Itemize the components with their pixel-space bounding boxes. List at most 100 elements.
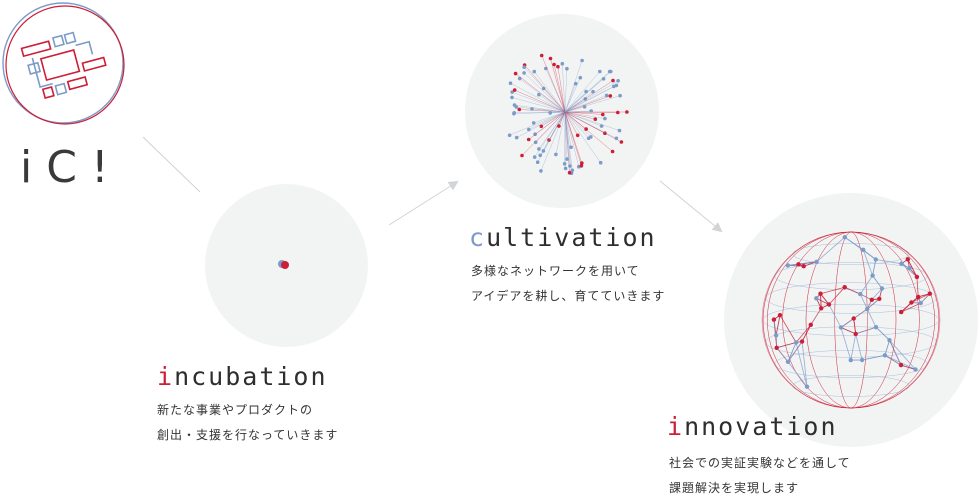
- network-node: [540, 125, 544, 129]
- network-node: [533, 155, 537, 159]
- incubation-line-1: 新たな事業やプロダクトの: [157, 398, 338, 423]
- globe-node: [861, 248, 865, 252]
- network-node: [603, 117, 607, 121]
- globe-node: [915, 275, 919, 279]
- globe-link: [811, 308, 821, 325]
- globe-node: [883, 353, 887, 357]
- innovation-rest: nnovation: [684, 412, 837, 441]
- globe-link: [860, 294, 867, 309]
- network-node: [563, 162, 567, 166]
- network-node: [557, 124, 561, 128]
- globe-node: [786, 360, 790, 364]
- network-node: [518, 108, 522, 112]
- cultivation-description: 多様なネットワークを用いて アイデアを耕し、育てていきます: [471, 259, 665, 309]
- globe-node: [849, 358, 853, 362]
- globe-node: [874, 325, 878, 329]
- arrow-to-cultivation: [389, 182, 457, 225]
- seed-dot-red: [281, 261, 289, 269]
- network-node: [580, 59, 584, 63]
- globe-node: [860, 358, 864, 362]
- globe-node: [809, 323, 813, 327]
- cultivation-line-2: アイデアを耕し、育てていきます: [471, 284, 665, 309]
- network-node: [620, 140, 624, 144]
- globe-link: [841, 328, 851, 361]
- network-node: [576, 134, 580, 138]
- globe-link: [885, 340, 890, 355]
- globe-node: [913, 367, 917, 371]
- globe-node: [775, 346, 779, 350]
- globe-parallel: [766, 283, 936, 314]
- network-node: [571, 169, 575, 173]
- globe-node: [818, 292, 822, 296]
- globe-link: [856, 327, 876, 334]
- network-node: [532, 121, 536, 125]
- globe-node: [839, 325, 843, 329]
- globe-link: [851, 334, 856, 360]
- globe-node: [865, 307, 869, 311]
- network-node: [552, 63, 556, 67]
- globe-node: [880, 286, 884, 290]
- globe-node: [800, 339, 804, 343]
- globe-node: [852, 316, 856, 320]
- globe-node: [870, 298, 874, 302]
- network-node: [569, 145, 573, 149]
- network-node: [542, 149, 546, 153]
- incubation-rest: ncubation: [174, 362, 327, 391]
- network-node: [509, 81, 513, 85]
- globe-node: [870, 273, 874, 277]
- globe-node: [827, 302, 831, 306]
- globe-node: [877, 297, 881, 301]
- network-node: [589, 135, 593, 139]
- globe-link: [829, 287, 845, 304]
- globe-link: [780, 315, 796, 342]
- network-node: [564, 167, 568, 171]
- network-node: [548, 111, 552, 115]
- network-node: [522, 65, 526, 69]
- globe-link: [841, 319, 854, 328]
- network-node: [549, 57, 553, 61]
- network-node: [611, 150, 615, 154]
- network-node: [584, 127, 588, 131]
- innovation-heading: innovation: [667, 412, 838, 441]
- connector-line: [143, 137, 200, 192]
- network-node: [514, 72, 518, 76]
- globe-node: [899, 363, 903, 367]
- network-node: [556, 65, 560, 69]
- network-node: [510, 96, 514, 100]
- globe-node: [899, 310, 903, 314]
- network-link: [522, 112, 565, 156]
- globe-node: [796, 262, 800, 266]
- globe-node: [928, 292, 932, 296]
- network-node: [589, 109, 593, 113]
- network-node: [591, 90, 595, 94]
- globe-link: [876, 327, 890, 340]
- globe-node: [843, 285, 847, 289]
- network-link: [565, 69, 567, 112]
- network-node: [568, 164, 572, 168]
- network-node: [522, 71, 526, 75]
- globe-node: [774, 333, 778, 337]
- network-node: [565, 157, 569, 161]
- network-node: [540, 54, 544, 58]
- network-node: [537, 147, 541, 151]
- globe-node: [887, 338, 891, 342]
- globe-link: [821, 287, 845, 294]
- globe-node: [843, 235, 847, 239]
- globe-node: [907, 266, 911, 270]
- network-node: [539, 169, 543, 173]
- network-node: [615, 137, 619, 141]
- globe-link: [854, 309, 868, 318]
- network-node: [609, 94, 613, 98]
- globe-link: [845, 287, 861, 294]
- globe-node: [916, 295, 920, 299]
- network-node: [561, 62, 565, 66]
- globe-node: [814, 260, 818, 264]
- network-node: [568, 171, 572, 175]
- globe-node: [858, 292, 862, 296]
- network-link: [565, 92, 593, 112]
- globe-link: [873, 276, 882, 289]
- network-node: [534, 141, 538, 145]
- network-node: [508, 133, 512, 137]
- network-node: [616, 111, 620, 115]
- network-node: [618, 94, 622, 98]
